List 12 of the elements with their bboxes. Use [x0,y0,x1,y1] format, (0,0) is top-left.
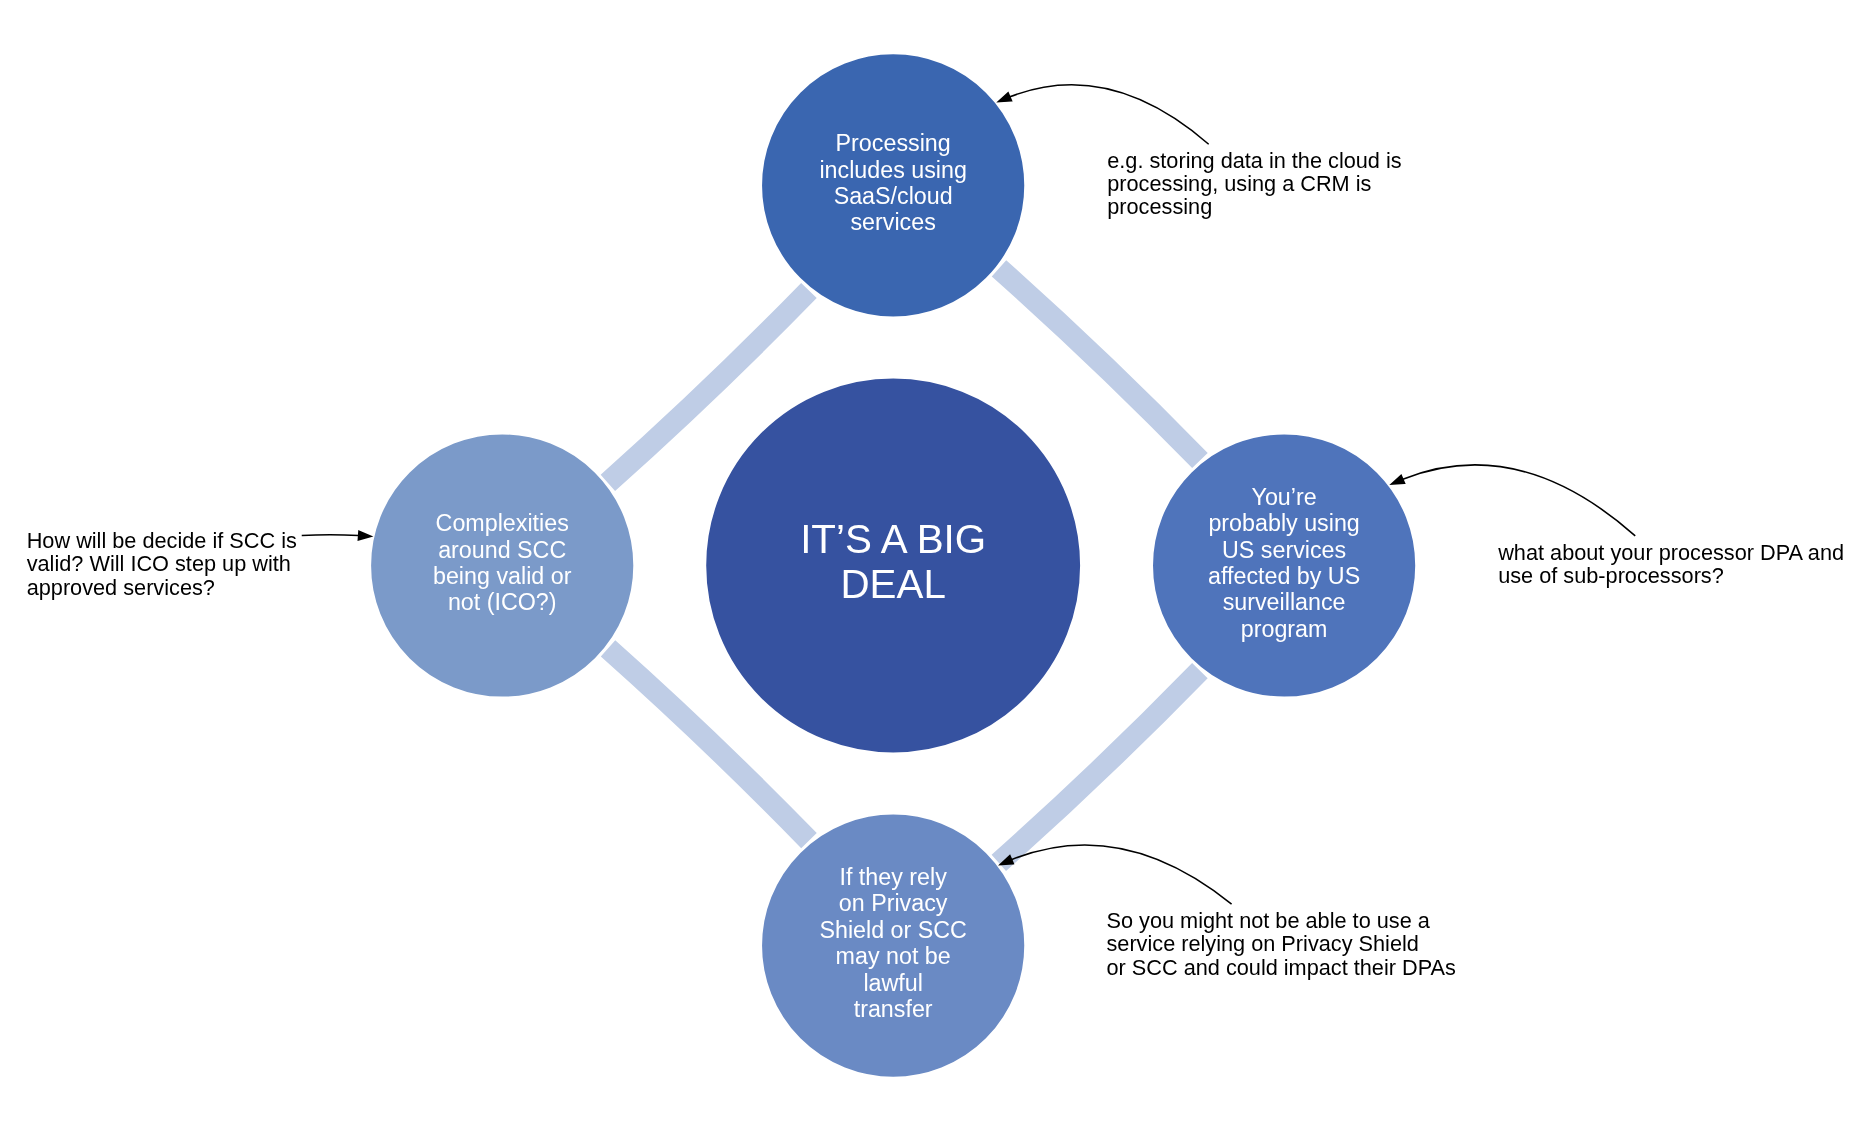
arrow [996,84,1210,145]
arrow [300,530,374,541]
arrow [1389,464,1636,537]
connector [991,662,1208,871]
connector [600,640,817,849]
connector [600,282,817,491]
node-text: what about your processor DPA and use of sub-processors? [1498,539,1845,588]
node-text: How will be decide if SCC is valid? Will ICO step up with approved services? [26,527,297,600]
arrow [998,844,1233,905]
connector [991,260,1208,469]
node-text: e.g. storing data in the cloud is processing, using a CRM is processing [1107,147,1402,220]
node-text: So you might not be able to use a service relying on Privacy Shield or SCC and could impact their DPAs [1106,908,1456,980]
